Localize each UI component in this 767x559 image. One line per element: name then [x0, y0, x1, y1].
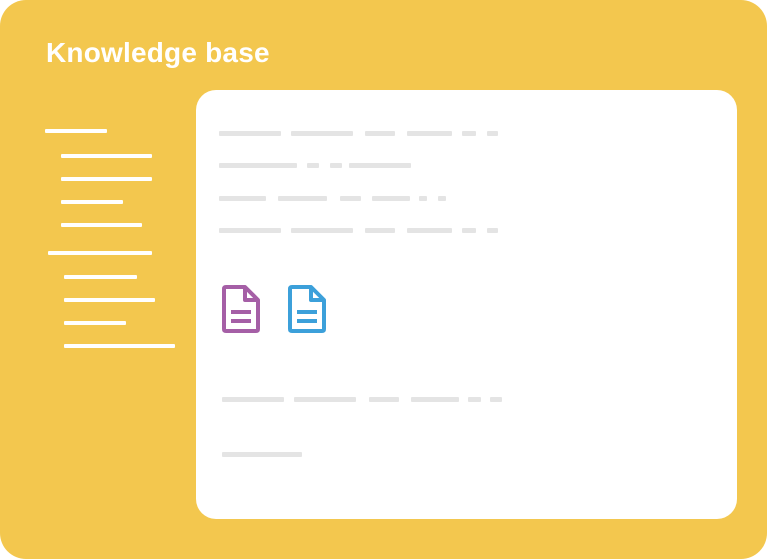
text-placeholder [438, 196, 446, 201]
text-placeholder [340, 196, 361, 201]
text-placeholder [365, 228, 395, 233]
text-placeholder [369, 397, 399, 402]
text-placeholder [365, 131, 395, 136]
text-placeholder [372, 196, 410, 201]
text-placeholder [490, 397, 502, 402]
text-placeholder [468, 397, 481, 402]
text-placeholder [278, 196, 327, 201]
sidebar-item[interactable] [61, 154, 152, 158]
sidebar-item[interactable] [64, 275, 137, 279]
text-placeholder [487, 131, 498, 136]
content-panel [196, 90, 737, 519]
text-placeholder [419, 196, 427, 201]
text-placeholder [219, 131, 281, 136]
text-placeholder [294, 397, 356, 402]
sidebar-item[interactable] [64, 344, 175, 348]
text-placeholder [487, 228, 498, 233]
sidebar-item[interactable] [61, 200, 123, 204]
sidebar-section-1[interactable] [45, 129, 107, 133]
text-placeholder [462, 228, 476, 233]
text-placeholder [307, 163, 319, 168]
text-placeholder [219, 196, 266, 201]
text-placeholder [462, 131, 476, 136]
document-icon[interactable] [286, 283, 330, 335]
text-placeholder [219, 163, 297, 168]
document-icon[interactable] [220, 283, 264, 335]
text-placeholder [291, 131, 353, 136]
text-placeholder [222, 452, 302, 457]
text-placeholder [330, 163, 342, 168]
text-placeholder [407, 228, 452, 233]
page-title: Knowledge base [46, 37, 270, 68]
text-placeholder [219, 228, 281, 233]
sidebar-section-2[interactable] [48, 251, 152, 255]
text-placeholder [407, 131, 452, 136]
text-placeholder [349, 163, 411, 168]
text-placeholder [411, 397, 459, 402]
document-icon-purple-svg [222, 285, 260, 333]
sidebar-item[interactable] [64, 321, 126, 325]
document-icon-blue-svg [288, 285, 326, 333]
text-placeholder [291, 228, 353, 233]
text-placeholder [222, 397, 284, 402]
sidebar-item[interactable] [61, 223, 142, 227]
sidebar-item[interactable] [61, 177, 152, 181]
sidebar-item[interactable] [64, 298, 155, 302]
